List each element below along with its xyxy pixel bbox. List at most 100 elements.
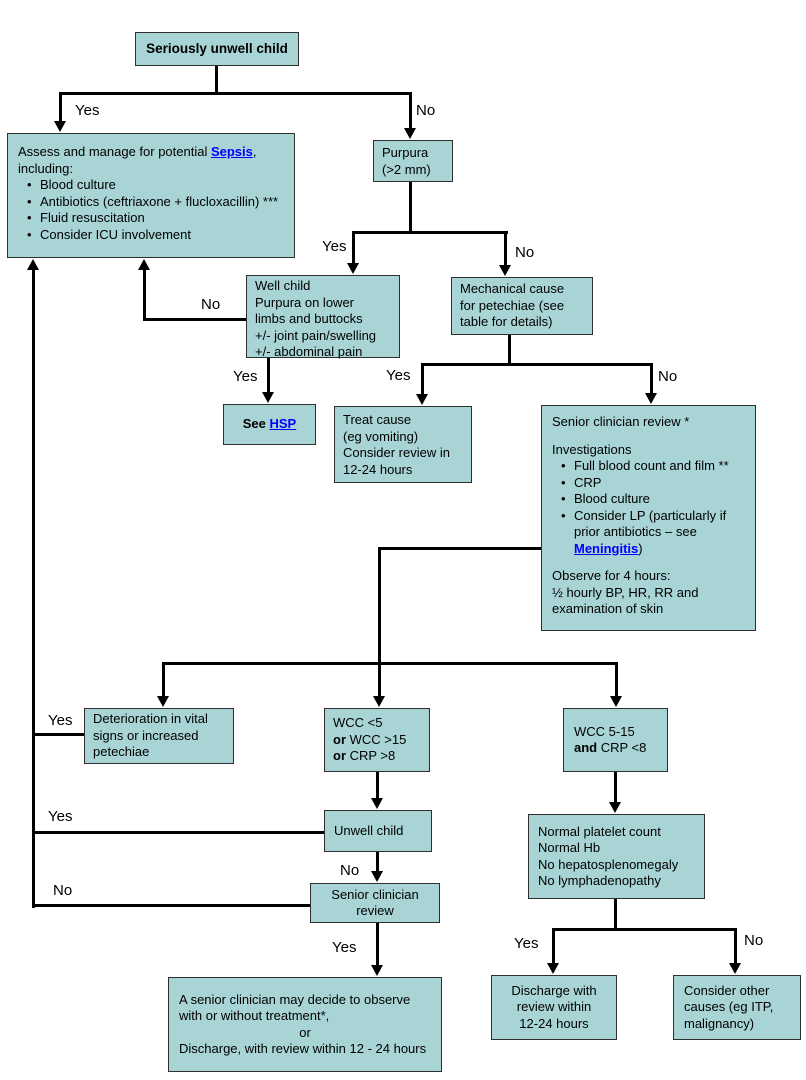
- text-line: table for details): [460, 314, 553, 329]
- connector-root-split: [59, 92, 412, 95]
- bullet-item: Blood culture: [560, 491, 749, 508]
- node-seriously-unwell-child: Seriously unwell child: [135, 32, 299, 66]
- arrowhead-down: [371, 798, 383, 809]
- text-line: +/- joint pain/swelling: [255, 327, 377, 343]
- connector-threeway-right: [615, 662, 618, 697]
- arrowhead-down: [371, 871, 383, 882]
- text-line: Discharge with: [511, 982, 597, 998]
- bold-or: or: [333, 748, 346, 763]
- arrowhead-down: [645, 393, 657, 404]
- meningitis-link[interactable]: Meningitis: [574, 540, 639, 556]
- text-span: Consider LP (particularly if prior antib…: [574, 507, 727, 540]
- text-line: Normal Hb: [538, 840, 601, 855]
- connector-purpura-no: [504, 231, 507, 266]
- edge-label-platelet-yes: Yes: [514, 935, 539, 952]
- edge-label-unwell-yes: Yes: [48, 808, 73, 825]
- hsp-link[interactable]: HSP: [269, 416, 297, 432]
- text-line: Observe for 4 hours:: [552, 568, 671, 583]
- edge-label-root-yes: Yes: [75, 102, 100, 119]
- connector-mechanical-split: [421, 363, 653, 366]
- arrowhead-down: [416, 394, 428, 405]
- node-sepsis-management: Assess and manage for potential Sepsis, …: [7, 133, 295, 258]
- node-senior-review-investigations: Senior clinician review * Investigations…: [541, 405, 756, 631]
- sepsis-link[interactable]: Sepsis: [210, 144, 253, 159]
- bullet-item: Blood culture: [26, 177, 286, 194]
- text-line: limbs and buttocks: [255, 311, 363, 326]
- text-line: Well child: [255, 278, 311, 293]
- text-line: Mechanical cause: [460, 281, 565, 296]
- text-line: Assess and manage for potential Sepsis,: [18, 144, 286, 161]
- arrowhead-down: [54, 121, 66, 132]
- text-line: No lymphadenopathy: [538, 873, 661, 888]
- text-span: ,: [252, 144, 257, 159]
- text-line: malignancy): [684, 1015, 755, 1031]
- text-line: WCC 5-15: [574, 723, 635, 739]
- bullet-item: CRP: [560, 475, 749, 492]
- connector-wellchild-no-up: [143, 268, 146, 321]
- arrowhead-down: [609, 802, 621, 813]
- text-line: Purpura: [382, 145, 429, 160]
- connector-threeway-left: [162, 662, 165, 697]
- text-line: Treat cause: [343, 412, 412, 427]
- bullet-item: Consider LP (particularly if prior antib…: [560, 508, 749, 558]
- text-span: WCC >15: [346, 731, 407, 747]
- connector-platelet-no: [734, 928, 737, 963]
- arrowhead-up: [138, 259, 150, 270]
- text-line: See HSP: [232, 416, 307, 433]
- bold-or: or: [333, 731, 346, 747]
- text-line: Investigations: [552, 441, 632, 457]
- text-span: ): [638, 540, 643, 556]
- bullet-list: Blood cultureAntibiotics (ceftriaxone + …: [18, 177, 286, 243]
- edge-label-root-no: No: [416, 102, 436, 119]
- connector-root-yes: [59, 92, 62, 122]
- connector-wellchild-yes: [267, 357, 270, 393]
- text-line: examination of skin: [552, 601, 664, 616]
- bullet-item: Fluid resuscitation: [26, 210, 286, 227]
- text-line: Purpura on lower: [255, 294, 354, 310]
- bullet-item: Antibiotics (ceftriaxone + flucloxacilli…: [26, 194, 286, 211]
- text-line: 12-24 hours: [519, 1015, 589, 1031]
- connector-unwell-yes: [32, 831, 324, 834]
- edge-label-mechanical-no: No: [658, 368, 678, 385]
- node-treat-cause: Treat cause(eg vomiting)Consider review …: [334, 406, 472, 483]
- edge-label-unwell-no: No: [340, 862, 360, 879]
- text-line: ½ hourly BP, HR, RR and: [552, 584, 699, 600]
- bullet-item: Consider ICU involvement: [26, 227, 286, 244]
- connector-root-no: [409, 92, 412, 129]
- bullet-item: Full blood count and film **: [560, 458, 749, 475]
- edge-label-deterioration-yes: Yes: [48, 712, 73, 729]
- text-line: Deterioration in vital: [93, 711, 208, 726]
- arrowhead-down: [610, 696, 622, 707]
- node-see-hsp: See HSP: [223, 404, 316, 445]
- connector-deterioration-yes: [32, 733, 84, 736]
- edge-label-mechanical-yes: Yes: [386, 367, 411, 384]
- arrowhead-down: [347, 263, 359, 274]
- connector-wellchild-no: [144, 318, 246, 321]
- node-wcc-normal: WCC 5-15 and CRP <8: [563, 708, 668, 772]
- connector-wcc2-to-platelet: [614, 772, 617, 802]
- arrowhead-down: [373, 696, 385, 707]
- text-line: Consider other: [684, 982, 770, 998]
- connector-platelet-yes: [552, 928, 555, 963]
- edge-label-wellchild-yes: Yes: [233, 368, 258, 385]
- node-purpura: Purpura(>2 mm): [373, 140, 453, 182]
- text-line: WCC <5: [333, 715, 383, 730]
- connector-root-stem: [215, 66, 218, 95]
- arrowhead-down: [262, 392, 274, 403]
- text-line: +/- abdominal pain: [255, 344, 363, 359]
- edge-label-wellchild-no: No: [201, 296, 221, 313]
- bullet-list: Consider LP (particularly if prior antib…: [552, 508, 749, 558]
- text-span: Assess and manage for potential: [18, 144, 211, 159]
- node-wcc-abnormal: WCC <5 or WCC >15 or CRP >8: [324, 708, 430, 772]
- text-line: Senior clinician: [331, 886, 419, 902]
- connector-mechanical-yes: [421, 363, 424, 395]
- arrowhead-down: [404, 128, 416, 139]
- connector-threeway: [162, 662, 618, 665]
- node-label: Unwell child: [334, 822, 404, 838]
- text-line: or CRP >8: [333, 748, 421, 765]
- arrowhead-down: [157, 696, 169, 707]
